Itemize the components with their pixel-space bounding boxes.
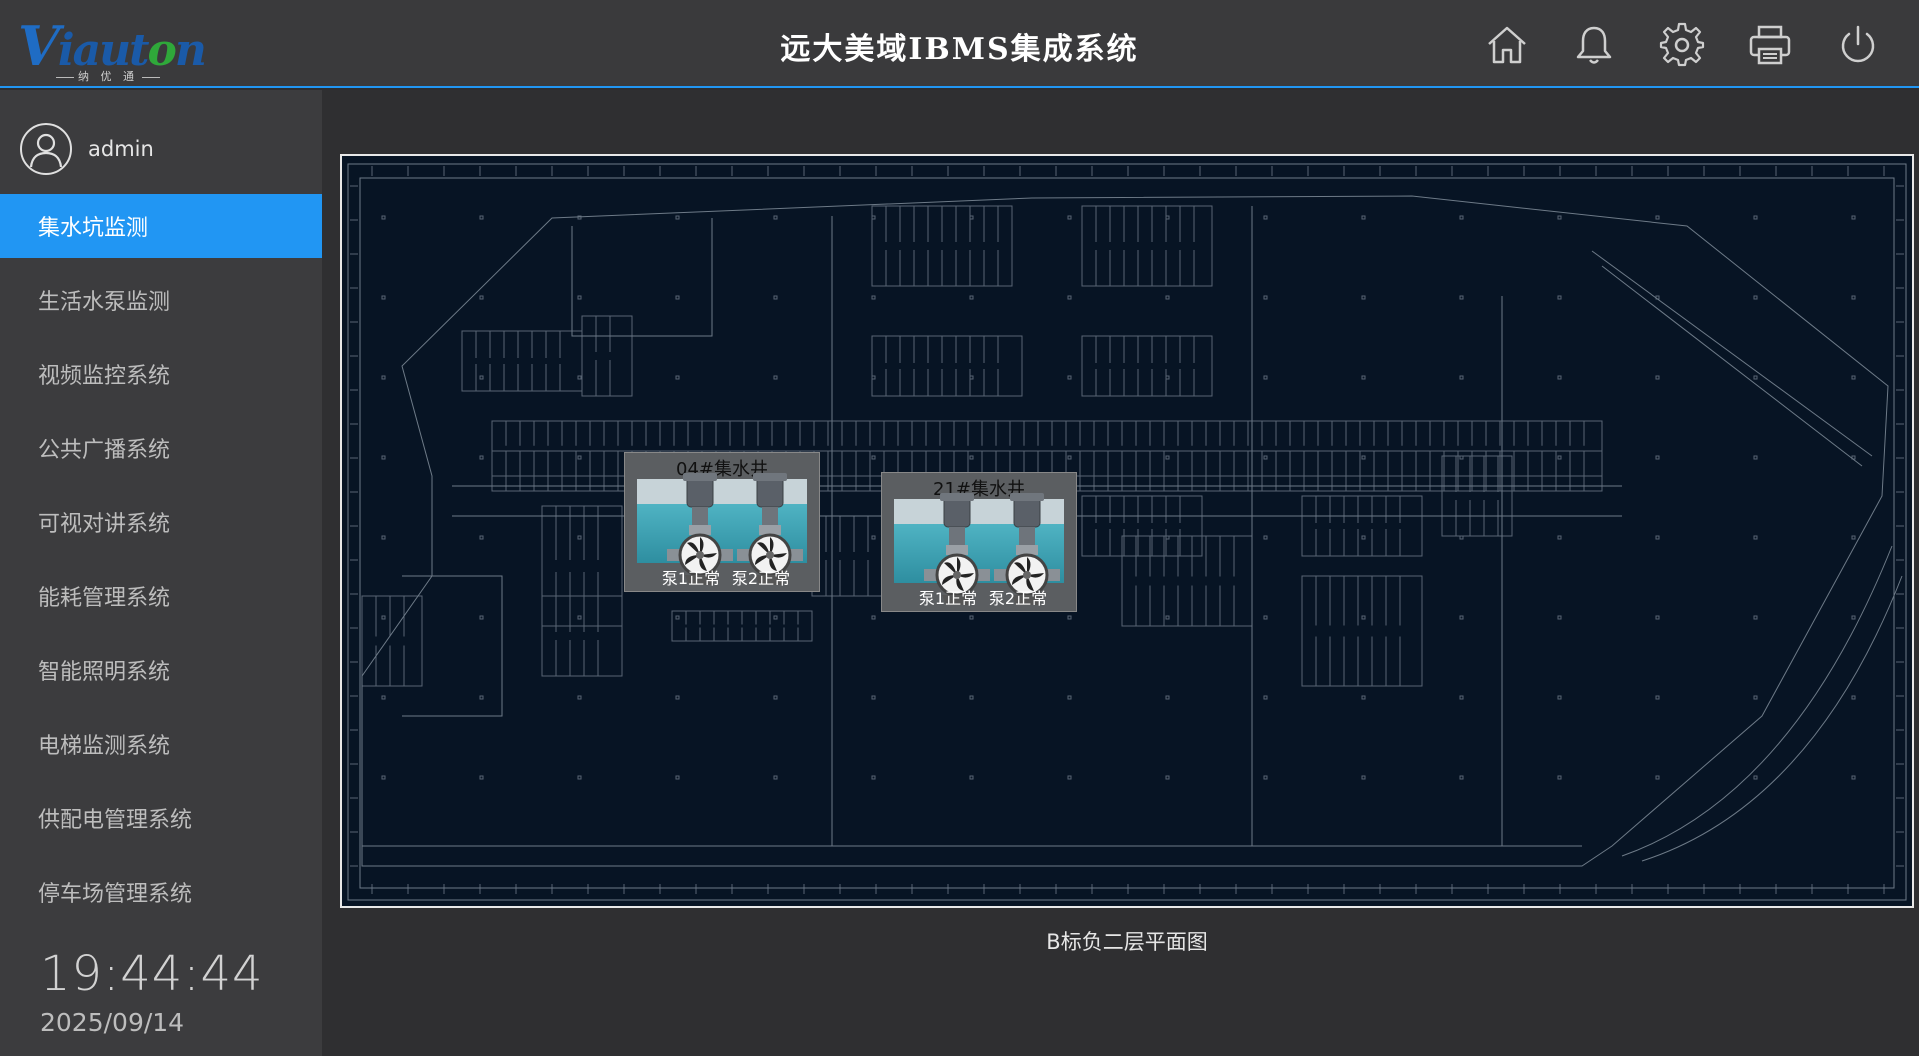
- power-button[interactable]: [1835, 22, 1881, 68]
- username: admin: [88, 137, 154, 161]
- printer-icon: [1749, 25, 1791, 65]
- settings-button[interactable]: [1659, 22, 1705, 68]
- pump-1-status: 泵1正常: [918, 589, 978, 608]
- gear-icon: [1659, 22, 1705, 67]
- sump-pit-21-panel[interactable]: 21#集水井: [881, 472, 1077, 612]
- sidebar-item-video-surveillance[interactable]: 视频监控系统: [38, 364, 171, 389]
- pump-2-graphic: [992, 473, 1062, 619]
- sidebar-item-video-intercom[interactable]: 可视对讲系统: [38, 512, 171, 537]
- power-icon: [1841, 25, 1875, 63]
- home-button[interactable]: [1484, 22, 1530, 68]
- app-title: 远大美域IBMS集成系统: [780, 32, 1139, 67]
- avatar: [20, 123, 72, 175]
- pump-1-graphic: [665, 453, 735, 599]
- notification-button[interactable]: [1571, 22, 1617, 68]
- floor-plan[interactable]: 04#集水井: [340, 154, 1914, 908]
- pump-1-status: 泵1正常: [661, 569, 721, 588]
- clock-time: 19:44:44: [40, 946, 264, 1002]
- clock-date: 2025/09/14: [40, 1008, 185, 1037]
- print-button[interactable]: [1747, 22, 1793, 68]
- user-icon: [29, 133, 63, 168]
- user-profile[interactable]: admin: [20, 122, 154, 176]
- floor-plan-drawing: [347, 163, 1907, 901]
- logo-wordmark: Viauton: [18, 14, 207, 78]
- sidebar-item-power-distribution[interactable]: 供配电管理系统: [38, 808, 193, 833]
- pump-1-graphic: [922, 473, 992, 619]
- sidebar-item-elevator-monitoring[interactable]: 电梯监测系统: [38, 734, 171, 759]
- pump-2-status: 泵2正常: [731, 569, 791, 588]
- floor-plan-caption: B标负二层平面图: [1046, 930, 1208, 954]
- pump-2-status: 泵2正常: [988, 589, 1048, 608]
- sidebar-item-domestic-water-pump[interactable]: 生活水泵监测: [38, 290, 171, 315]
- sidebar-menu: 集水坑监测 生活水泵监测 视频监控系统 公共广播系统 可视对讲系统 能耗管理系统…: [0, 194, 334, 934]
- sidebar-item-smart-lighting[interactable]: 智能照明系统: [38, 660, 171, 685]
- bell-icon: [1576, 26, 1612, 64]
- sidebar-item-public-broadcast[interactable]: 公共广播系统: [38, 438, 171, 463]
- pump-2-graphic: [735, 453, 805, 599]
- brand-logo: Viauton 纳 优 通: [18, 12, 207, 84]
- home-icon: [1488, 26, 1526, 64]
- sump-pit-04-panel[interactable]: 04#集水井: [624, 452, 820, 592]
- app-header: Viauton 纳 优 通 远大美域IBMS集成系统: [0, 0, 1919, 88]
- sidebar-item-parking-management[interactable]: 停车场管理系统: [38, 882, 193, 907]
- sidebar-item-sump-pit[interactable]: 集水坑监测: [0, 194, 334, 258]
- main-content: 04#集水井: [322, 90, 1919, 1056]
- sidebar-item-energy-management[interactable]: 能耗管理系统: [38, 586, 171, 611]
- sidebar: admin 集水坑监测 生活水泵监测 视频监控系统 公共广播系统 可视对讲系统 …: [0, 90, 334, 1056]
- logo-subtitle: 纳 优 通: [38, 68, 178, 84]
